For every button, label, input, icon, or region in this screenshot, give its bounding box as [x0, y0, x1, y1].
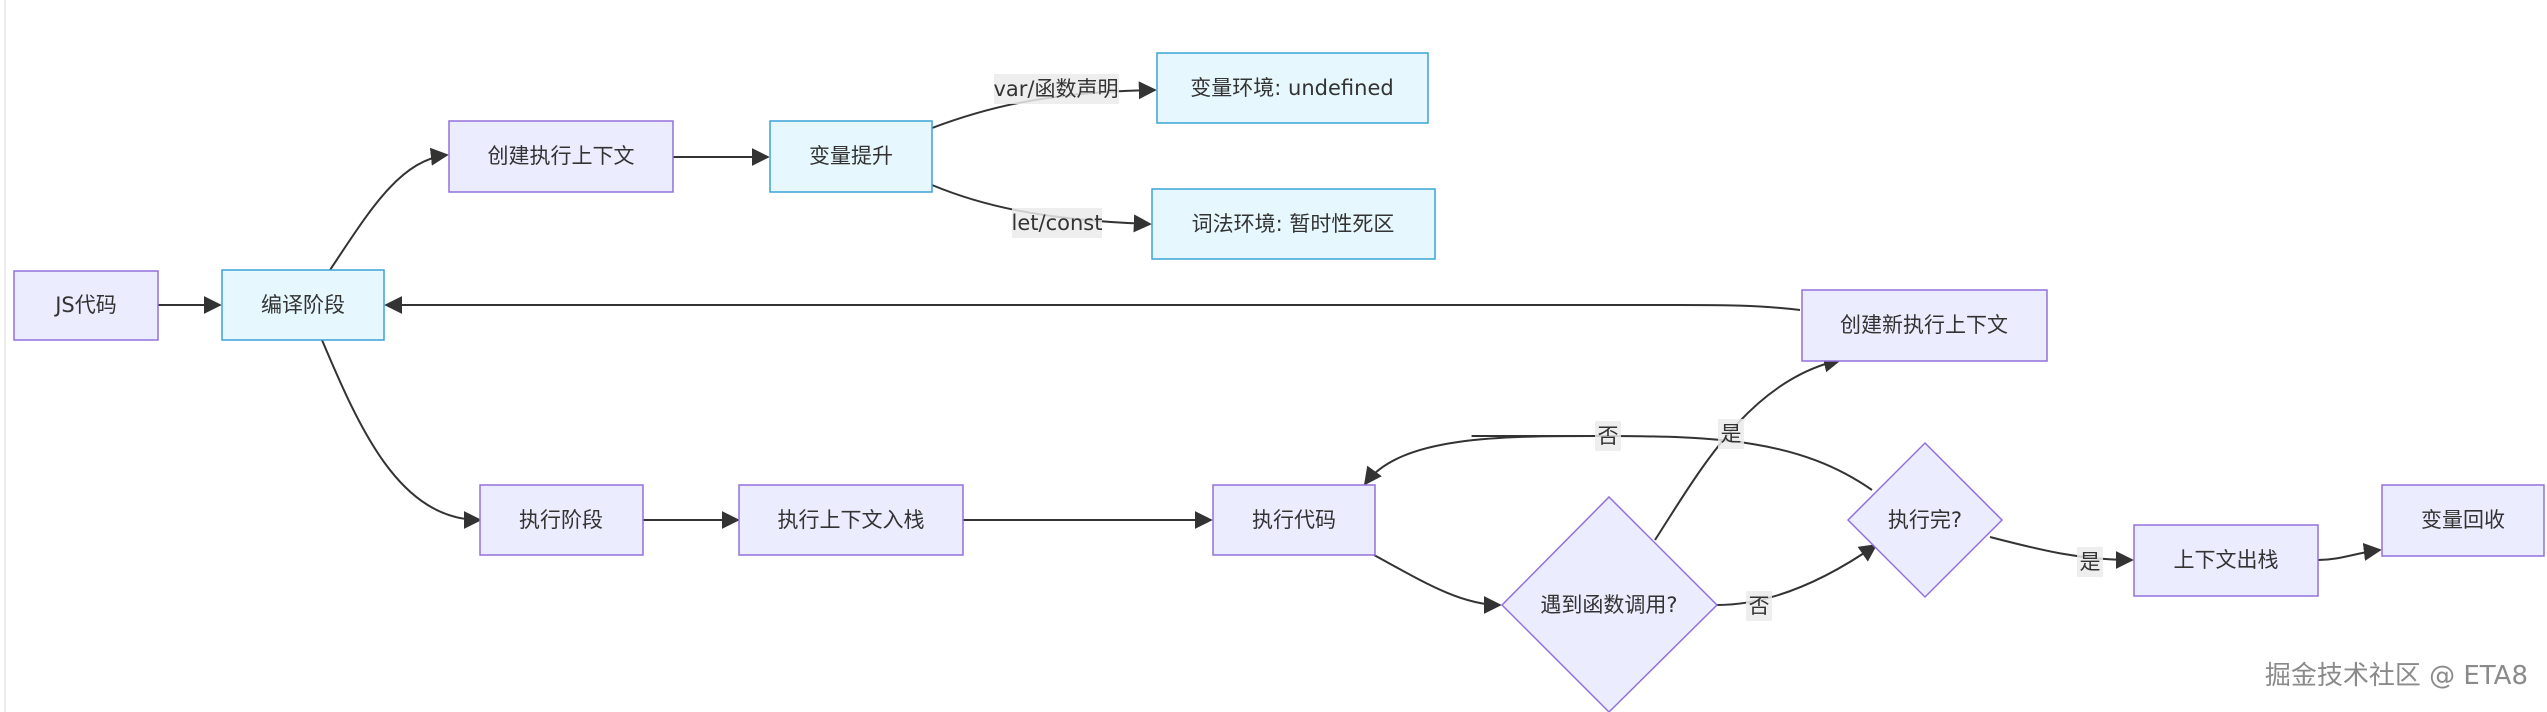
node-lex-env-label: 词法环境: 暂时性死区	[1192, 212, 1395, 236]
edge-compile-to-create-context	[329, 147, 449, 271]
edge-label-func-yes: 是	[1718, 419, 1744, 449]
node-var-env[interactable]: 变量环境: undefined	[1156, 52, 1429, 124]
edge-new-context-to-compile	[384, 296, 1801, 314]
node-create-context-label: 创建执行上下文	[488, 144, 635, 168]
edges	[158, 81, 2382, 614]
edge-label-let-const-text: let/const	[1012, 211, 1103, 235]
edge-done-to-exec-code	[1365, 434, 1873, 490]
node-pop-context-label: 上下文出栈	[2174, 548, 2279, 572]
edge-exec-code-to-func-call	[1373, 554, 1502, 614]
node-js-code-label: JS代码	[53, 293, 117, 317]
edge-label-let-const: let/const	[1012, 208, 1103, 238]
node-create-context[interactable]: 创建执行上下文	[448, 120, 674, 193]
edge-label-done-no-text: 否	[1598, 424, 1619, 448]
edge-label-done-no: 否	[1595, 421, 1621, 451]
node-compile-phase-label: 编译阶段	[261, 293, 345, 317]
edge-label-var-func: var/函数声明	[993, 74, 1119, 104]
edge-label-var-func-text: var/函数声明	[993, 77, 1118, 101]
node-exec-code[interactable]: 执行代码	[1212, 484, 1376, 556]
node-gc-label: 变量回收	[2421, 508, 2505, 532]
node-exec-done-decision[interactable]: 执行完?	[1846, 441, 2004, 599]
node-push-context[interactable]: 执行上下文入栈	[738, 484, 964, 556]
edge-label-func-no: 否	[1746, 591, 1772, 621]
node-func-call-label: 遇到函数调用?	[1540, 593, 1677, 617]
node-func-call-decision[interactable]: 遇到函数调用?	[1500, 495, 1719, 712]
edge-pop-to-gc	[2317, 542, 2382, 561]
node-gc[interactable]: 变量回收	[2381, 484, 2545, 557]
node-var-env-label: 变量环境: undefined	[1190, 76, 1393, 100]
edge-compile-to-exec-phase	[321, 339, 482, 529]
node-create-new-context-label: 创建新执行上下文	[1840, 313, 2008, 337]
node-compile-phase[interactable]: 编译阶段	[221, 269, 385, 341]
edge-func-call-to-done	[1716, 543, 1878, 606]
edge-label-done-yes: 是	[2077, 547, 2103, 577]
edge-labels: var/函数声明 let/const 是 否 否 是	[993, 74, 2103, 621]
node-hoisting[interactable]: 变量提升	[769, 120, 933, 193]
edge-label-func-yes-text: 是	[1721, 422, 1742, 446]
edge-done-to-pop	[1989, 536, 2134, 569]
node-hoisting-label: 变量提升	[809, 144, 893, 168]
edge-func-call-to-new-context	[1654, 354, 1842, 541]
node-exec-code-label: 执行代码	[1252, 508, 1336, 532]
node-exec-phase-label: 执行阶段	[519, 508, 603, 532]
watermark: 掘金技术社区 @ ETA8	[2265, 661, 2528, 691]
nodes: JS代码 编译阶段 创建执行上下文 变量提升 变量环境: undefined 词…	[13, 52, 2545, 712]
node-lex-env[interactable]: 词法环境: 暂时性死区	[1151, 188, 1436, 260]
edge-label-done-yes-text: 是	[2080, 550, 2101, 574]
node-pop-context[interactable]: 上下文出栈	[2133, 524, 2319, 597]
node-js-code[interactable]: JS代码	[13, 270, 159, 341]
edge-label-func-no-text: 否	[1749, 594, 1770, 618]
node-push-context-label: 执行上下文入栈	[778, 508, 925, 532]
node-exec-phase[interactable]: 执行阶段	[479, 484, 644, 556]
node-create-new-context[interactable]: 创建新执行上下文	[1801, 289, 2048, 362]
node-exec-done-label: 执行完?	[1888, 508, 1962, 532]
page-left-border	[4, 0, 6, 712]
